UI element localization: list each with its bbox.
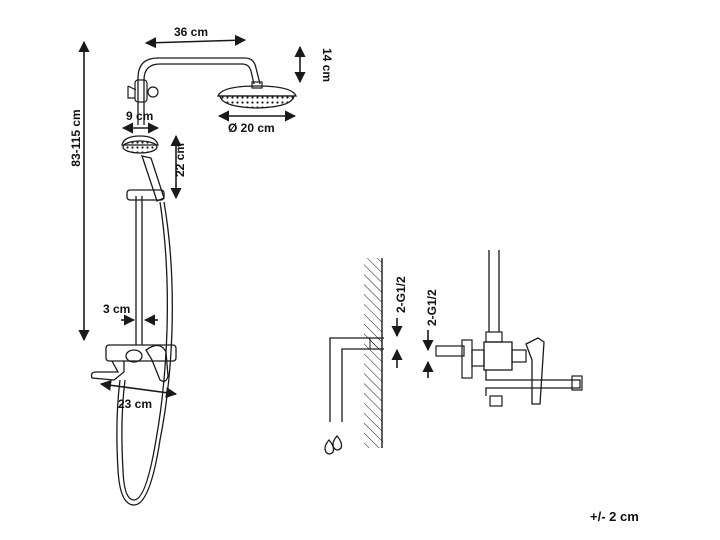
tolerance-note: +/- 2 cm [590,509,639,524]
shower-hose [116,201,173,506]
wall-connection-drawing: 2-G1/2 2-G1/2 [324,250,583,455]
dim-arm-length: 36 cm [144,25,247,49]
arm-length-label: 36 cm [174,25,208,39]
dim-total-height: 83-115 cm [69,40,90,342]
wall-section [364,258,383,448]
bath-mixer [90,344,177,382]
inlet-pipe [329,337,384,422]
thread-arrows-right: 2-G1/2 [422,289,439,378]
spout-length-label: 23 cm [118,397,152,411]
thread-right-label: 2-G1/2 [425,289,439,326]
head-height-label: 14 cm [320,48,334,82]
dim-head-height: 14 cm [294,45,334,84]
shower-set-drawing: 36 cm 14 cm Ø 20 cm 9 cm 22 cm 83-115 cm [69,25,334,506]
head-diameter-label: Ø 20 cm [228,121,275,135]
dim-spout-length: 23 cm [99,379,178,411]
thread-left-label: 2-G1/2 [394,276,408,313]
total-height-label: 83-115 cm [69,109,83,166]
wall-offset-label: 3 cm [103,302,130,316]
mixer-side-view [435,250,583,407]
hand-shower [121,135,165,202]
overhead-arm [127,57,261,125]
thread-arrows-left: 2-G1/2 [391,276,408,368]
hand-shower-height-label: 22 cm [173,143,187,177]
dim-hand-shower-height: 22 cm [170,134,187,200]
dim-wall-offset: 3 cm [103,302,158,326]
shower-head [217,81,297,109]
hand-shower-width-label: 9 cm [126,109,153,123]
riser-rail [135,196,143,345]
dim-hand-shower-width: 9 cm [121,109,160,134]
water-drops-icon [324,435,343,455]
dim-head-diameter: Ø 20 cm [217,110,297,135]
